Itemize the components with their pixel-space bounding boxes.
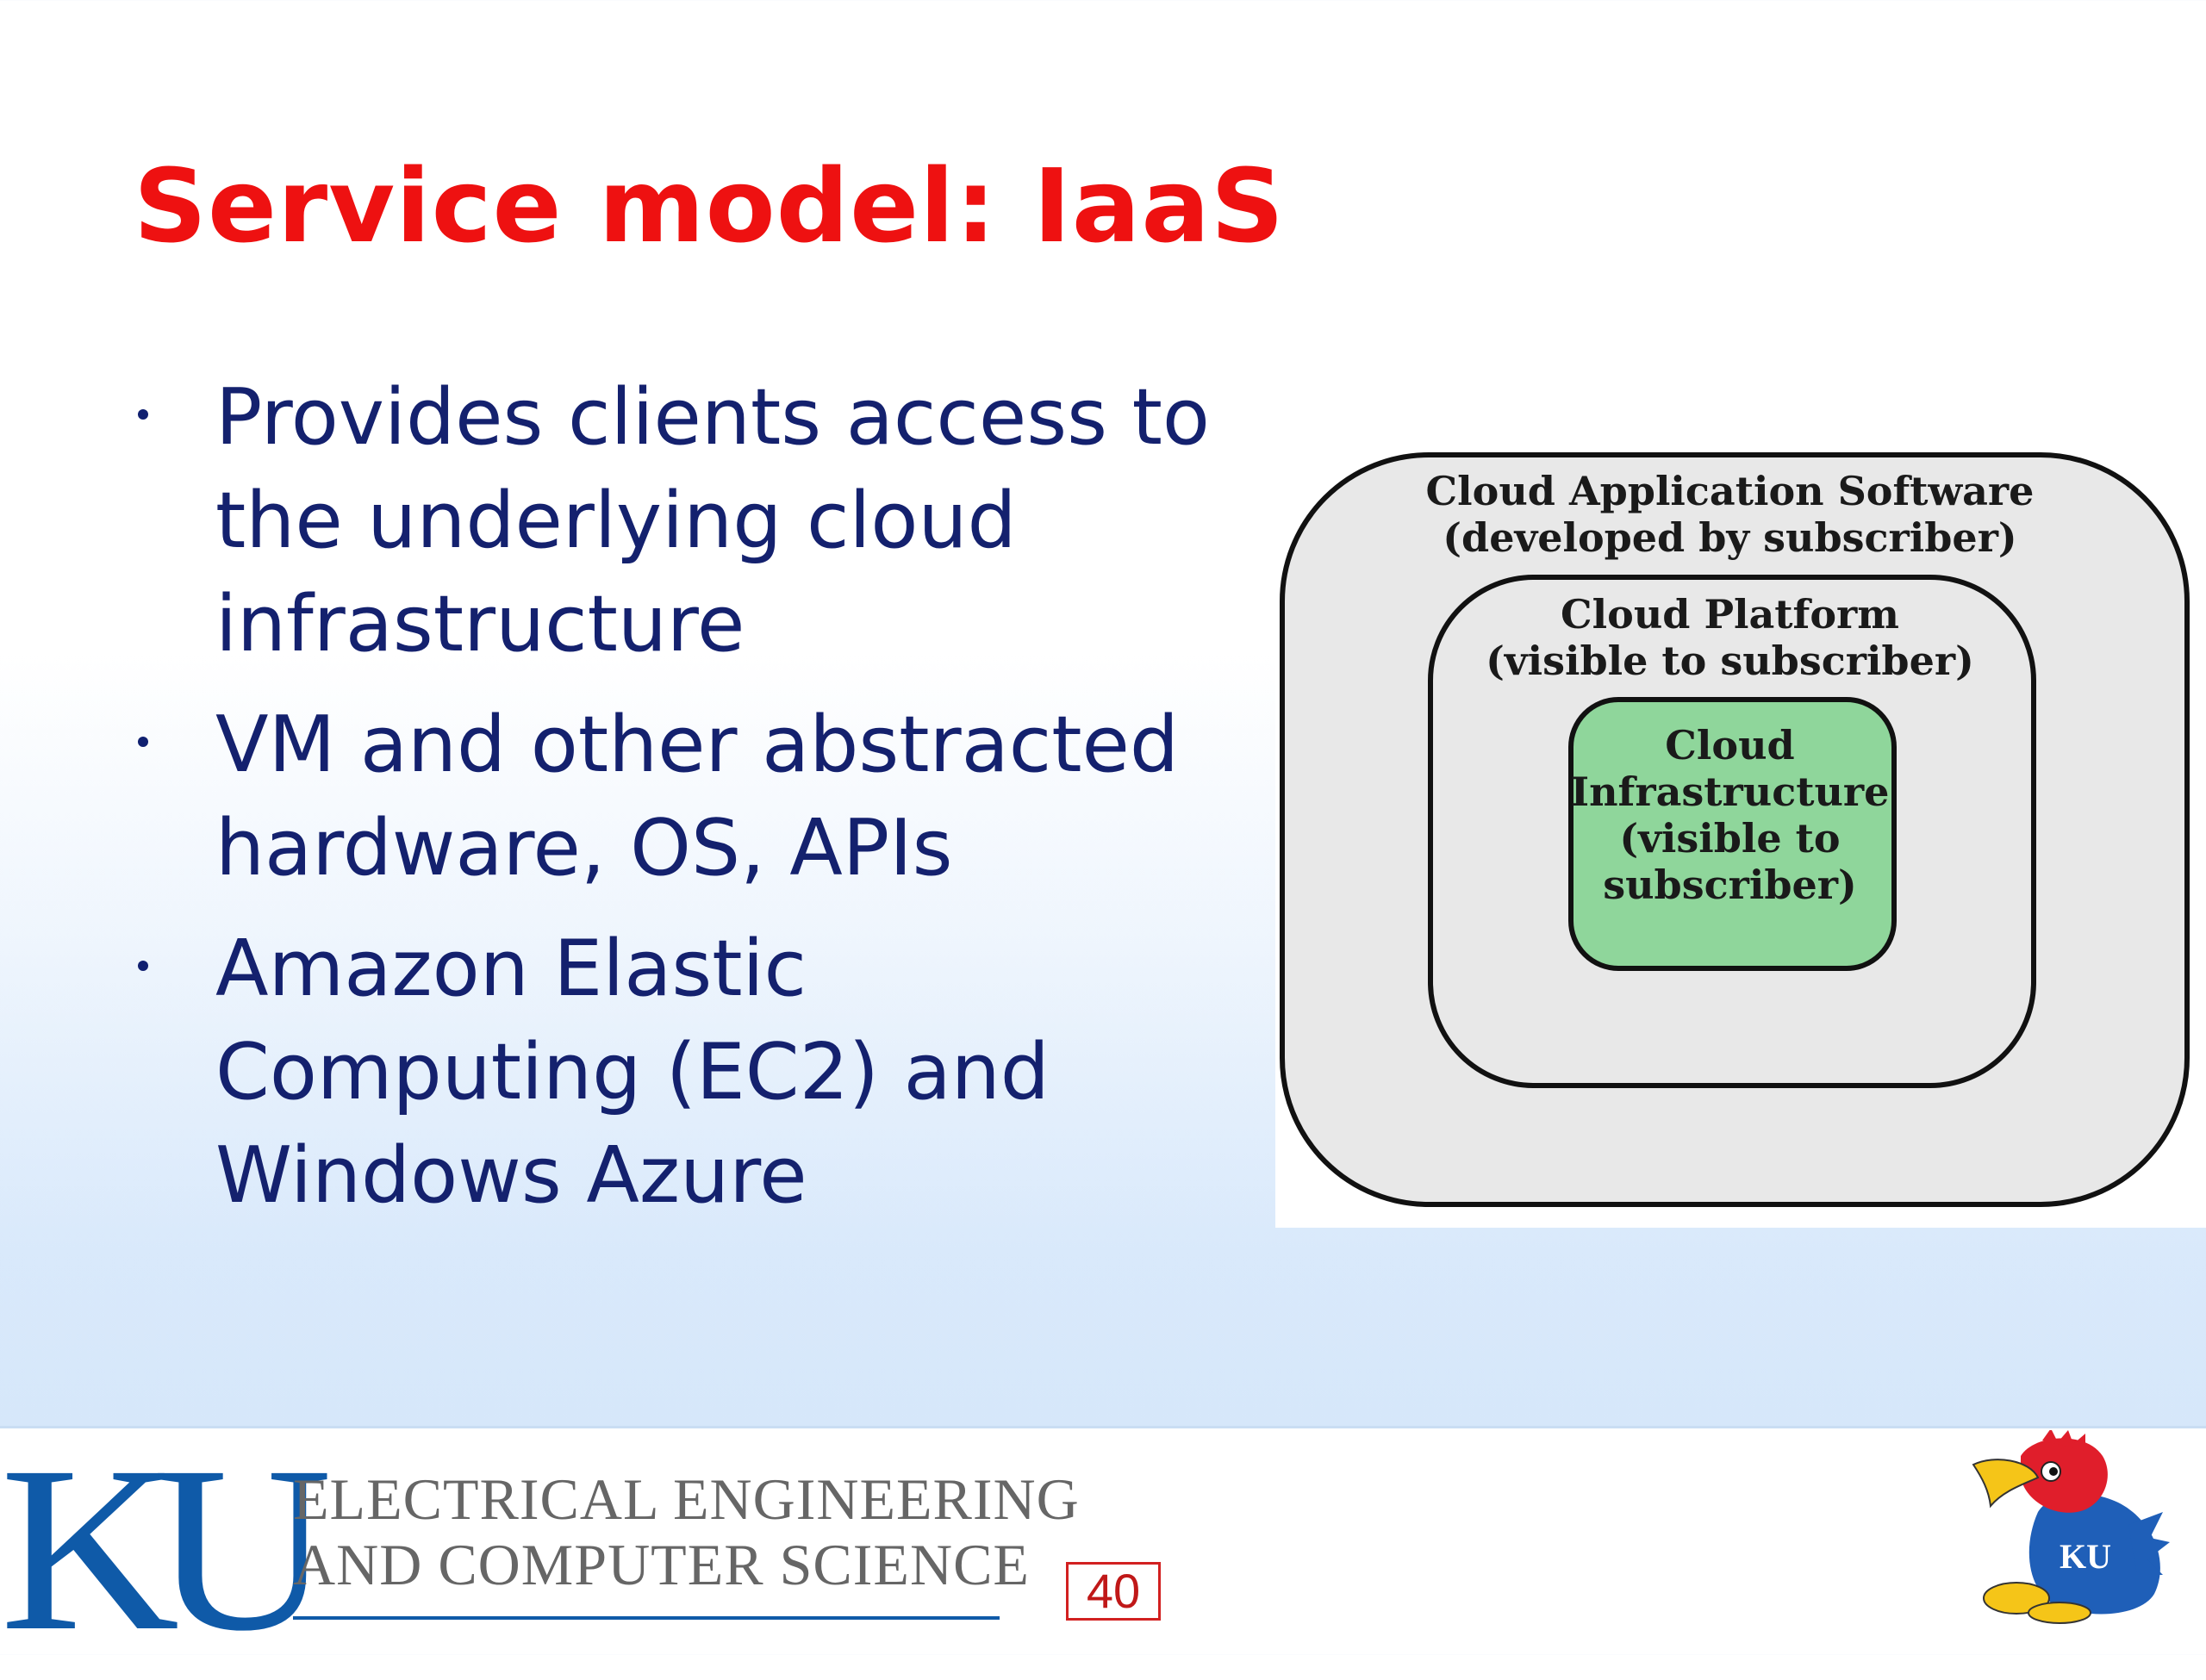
bullet-dot-icon xyxy=(138,737,148,747)
svg-text:KU: KU xyxy=(2060,1537,2111,1576)
department-line-2: AND COMPUTER SCIENCE xyxy=(293,1532,1030,1597)
page-number: 40 xyxy=(1066,1562,1161,1621)
bullet-list: Provides clients access to the underlyin… xyxy=(129,366,1249,1245)
bullet-item: Amazon Elastic Computing (EC2) and Windo… xyxy=(129,918,1249,1228)
layer-diagram-shapes xyxy=(1280,452,2190,1207)
ku-logo: KU xyxy=(0,1418,333,1680)
middle-layer-label: Cloud Platform (visible to subscriber) xyxy=(1486,591,1974,684)
department-name: ELECTRICAL ENGINEERING AND COMPUTER SCIE… xyxy=(293,1466,1080,1597)
bullet-text: Amazon Elastic Computing (EC2) and Windo… xyxy=(215,924,1050,1221)
bullet-text: Provides clients access to the underlyin… xyxy=(215,372,1210,669)
inner-layer-label: Cloud Infrastructure (visible to subscri… xyxy=(1570,722,1890,908)
footer-bar xyxy=(0,1426,2206,1654)
department-line-1: ELECTRICAL ENGINEERING xyxy=(293,1466,1080,1532)
layer-diagram: Cloud Application Software (developed by… xyxy=(1275,448,2206,1228)
bullet-item: Provides clients access to the underlyin… xyxy=(129,366,1249,676)
footer-divider xyxy=(0,1426,2206,1428)
bullet-item: VM and other abstracted hardware, OS, AP… xyxy=(129,694,1249,900)
department-underline xyxy=(293,1616,1000,1620)
jayhawk-logo-icon: KU xyxy=(1972,1430,2170,1624)
slide-title: Service model: IaaS xyxy=(134,146,1286,265)
bullet-dot-icon xyxy=(138,409,148,420)
inner-layer-box xyxy=(1568,697,1897,971)
bullet-dot-icon xyxy=(138,961,148,971)
outer-layer-label: Cloud Application Software (developed by… xyxy=(1425,468,2035,561)
bullet-text: VM and other abstracted hardware, OS, AP… xyxy=(215,700,1180,893)
